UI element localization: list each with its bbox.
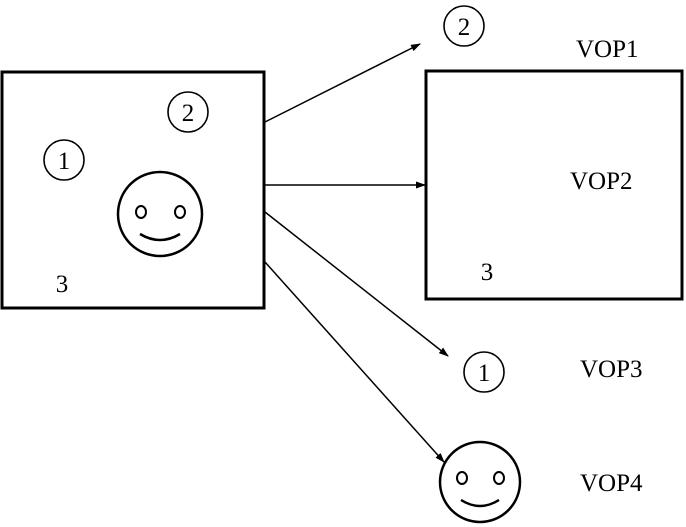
vop3-label: VOP3 (580, 356, 643, 383)
source-marker-1-label: 1 (58, 148, 71, 175)
vop4-output: VOP4 (438, 440, 643, 524)
vop2-label: VOP2 (570, 168, 633, 195)
vop4-label: VOP4 (580, 470, 643, 497)
source-marker-3-label: 3 (56, 271, 69, 298)
source-marker-2-label: 2 (182, 100, 195, 127)
source-frame-border (0, 70, 266, 310)
source-frame: 2 1 3 (0, 70, 266, 310)
vop3-marker-label: 1 (478, 360, 491, 387)
vop2-frame-border (424, 69, 684, 301)
vop1-label: VOP1 (576, 36, 639, 63)
arrow-to-vop3 (264, 211, 449, 357)
smiley-face-icon (116, 170, 204, 258)
arrow-to-vop4 (264, 261, 445, 463)
arrow-to-vop1 (264, 43, 421, 123)
vop1-output: 2 VOP1 (443, 5, 639, 63)
vop1-marker-label: 2 (458, 14, 471, 41)
decomposition-arrows (264, 43, 449, 463)
vop3-marker-circle (463, 351, 505, 393)
vop4-smiley-face-icon (438, 440, 522, 524)
source-marker-2: 2 (167, 91, 209, 133)
source-marker-1: 1 (43, 139, 85, 181)
vop2-marker-label: 3 (481, 259, 494, 286)
vop2-output: VOP2 3 (424, 69, 684, 301)
vop3-output: 1 VOP3 (463, 351, 643, 393)
vop1-marker-circle (443, 5, 485, 47)
